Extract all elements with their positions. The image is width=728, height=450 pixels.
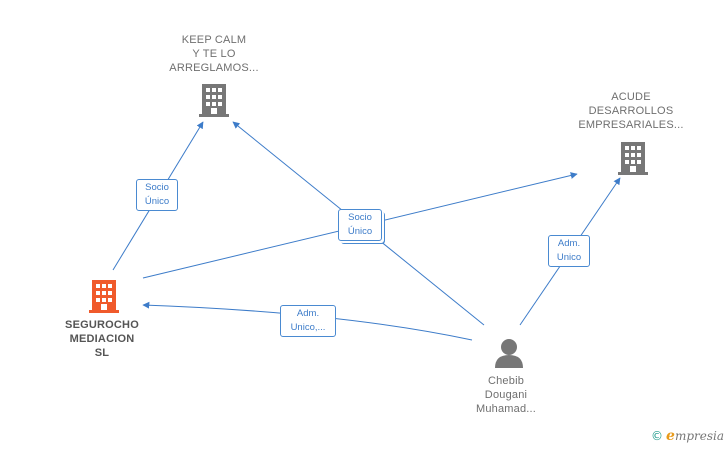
node-label-segurocho[interactable]: SEGUROCHO MEDIACION SL xyxy=(47,318,157,360)
building-icon[interactable] xyxy=(618,142,648,175)
brand-initial: e xyxy=(666,428,675,444)
edge-label-line: Único xyxy=(144,196,170,207)
person-icon[interactable] xyxy=(495,339,523,368)
edge-label-line: Socio xyxy=(348,212,372,223)
edge-label-line: Único xyxy=(347,226,373,237)
building-icon[interactable] xyxy=(199,84,229,117)
node-label-line: ARREGLAMOS... xyxy=(169,62,259,74)
building-icon[interactable] xyxy=(89,280,119,313)
node-label-line: Dougani xyxy=(484,389,528,401)
edge-label-adm-unico[interactable]: Adm. Unico,... xyxy=(280,305,336,337)
edge-label-line: Unico,... xyxy=(290,322,326,333)
edge-label-line: Adm. xyxy=(296,308,320,319)
node-label-line: Chebib xyxy=(487,375,525,387)
edge-label-line: Adm. xyxy=(557,238,581,249)
brand-name: mpresia xyxy=(674,429,724,443)
node-label-line: Muhamad... xyxy=(475,403,537,415)
node-label-line: SEGUROCHO xyxy=(65,319,139,331)
node-label-line: Y TE LO xyxy=(192,48,236,60)
node-label-line: SL xyxy=(94,347,110,359)
edge-label-adm-unico-acude[interactable]: Adm. Unico xyxy=(548,235,590,267)
copyright-icon: © xyxy=(651,429,664,443)
node-label-line: ACUDE xyxy=(611,91,651,103)
node-label-line: DESARROLLOS xyxy=(588,105,674,117)
node-label-keep-calm[interactable]: KEEP CALM Y TE LO ARREGLAMOS... xyxy=(154,33,274,75)
node-label-chebib[interactable]: Chebib Dougani Muhamad... xyxy=(456,374,556,416)
node-label-line: MEDIACION xyxy=(69,333,135,345)
node-label-line: EMPRESARIALES... xyxy=(578,119,684,131)
empresia-logo[interactable]: ©empresia xyxy=(651,428,724,444)
edge-label-line: Unico xyxy=(556,252,582,263)
node-label-line: KEEP CALM xyxy=(181,34,247,46)
edge-label-socio-unico-stacked[interactable]: Socio Único xyxy=(338,209,382,241)
edge-label-socio-unico[interactable]: Socio Único xyxy=(136,179,178,211)
edge-label-line: Socio xyxy=(145,182,169,193)
node-label-acude[interactable]: ACUDE DESARROLLOS EMPRESARIALES... xyxy=(566,90,696,132)
